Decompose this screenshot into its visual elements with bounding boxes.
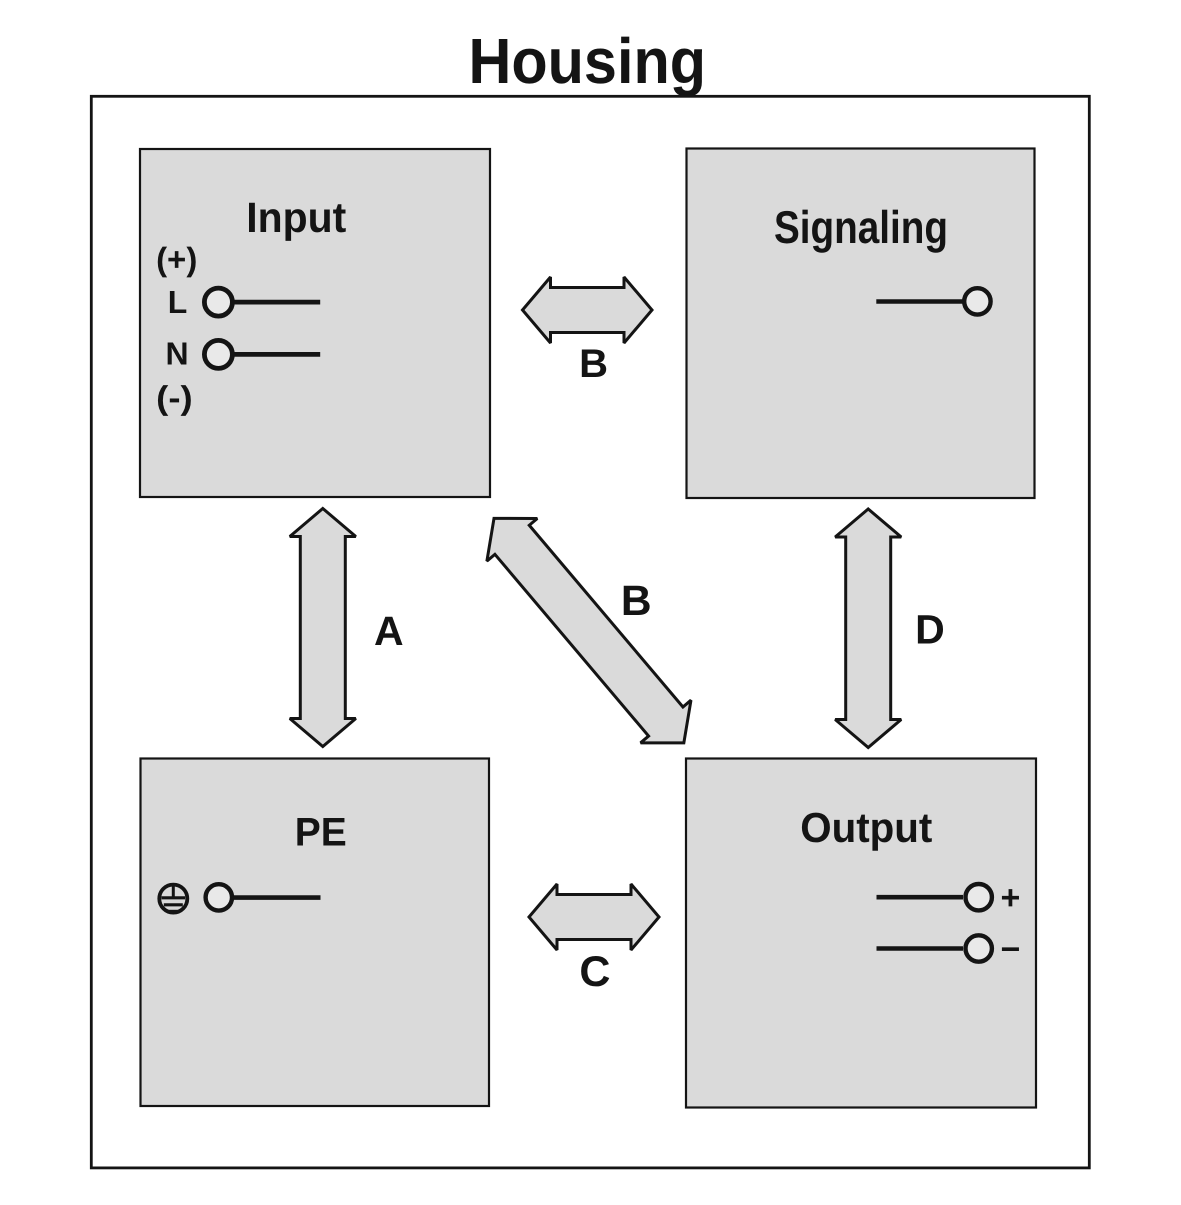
svg-text:B: B <box>621 578 652 625</box>
svg-text:PE: PE <box>295 810 347 854</box>
svg-text:B: B <box>579 342 608 386</box>
svg-text:Housing: Housing <box>469 25 707 97</box>
svg-text:(+): (+) <box>156 241 197 278</box>
svg-text:+: + <box>1001 879 1021 917</box>
svg-text:C: C <box>579 948 610 996</box>
svg-text:Output: Output <box>800 804 932 851</box>
svg-text:N: N <box>165 335 188 371</box>
svg-text:Input: Input <box>246 195 346 242</box>
svg-text:Signaling: Signaling <box>774 201 948 253</box>
svg-text:L: L <box>168 284 188 320</box>
svg-text:D: D <box>915 606 945 652</box>
svg-text:(-): (-) <box>156 379 193 416</box>
svg-text:A: A <box>374 608 404 654</box>
svg-text:−: − <box>1001 931 1021 969</box>
